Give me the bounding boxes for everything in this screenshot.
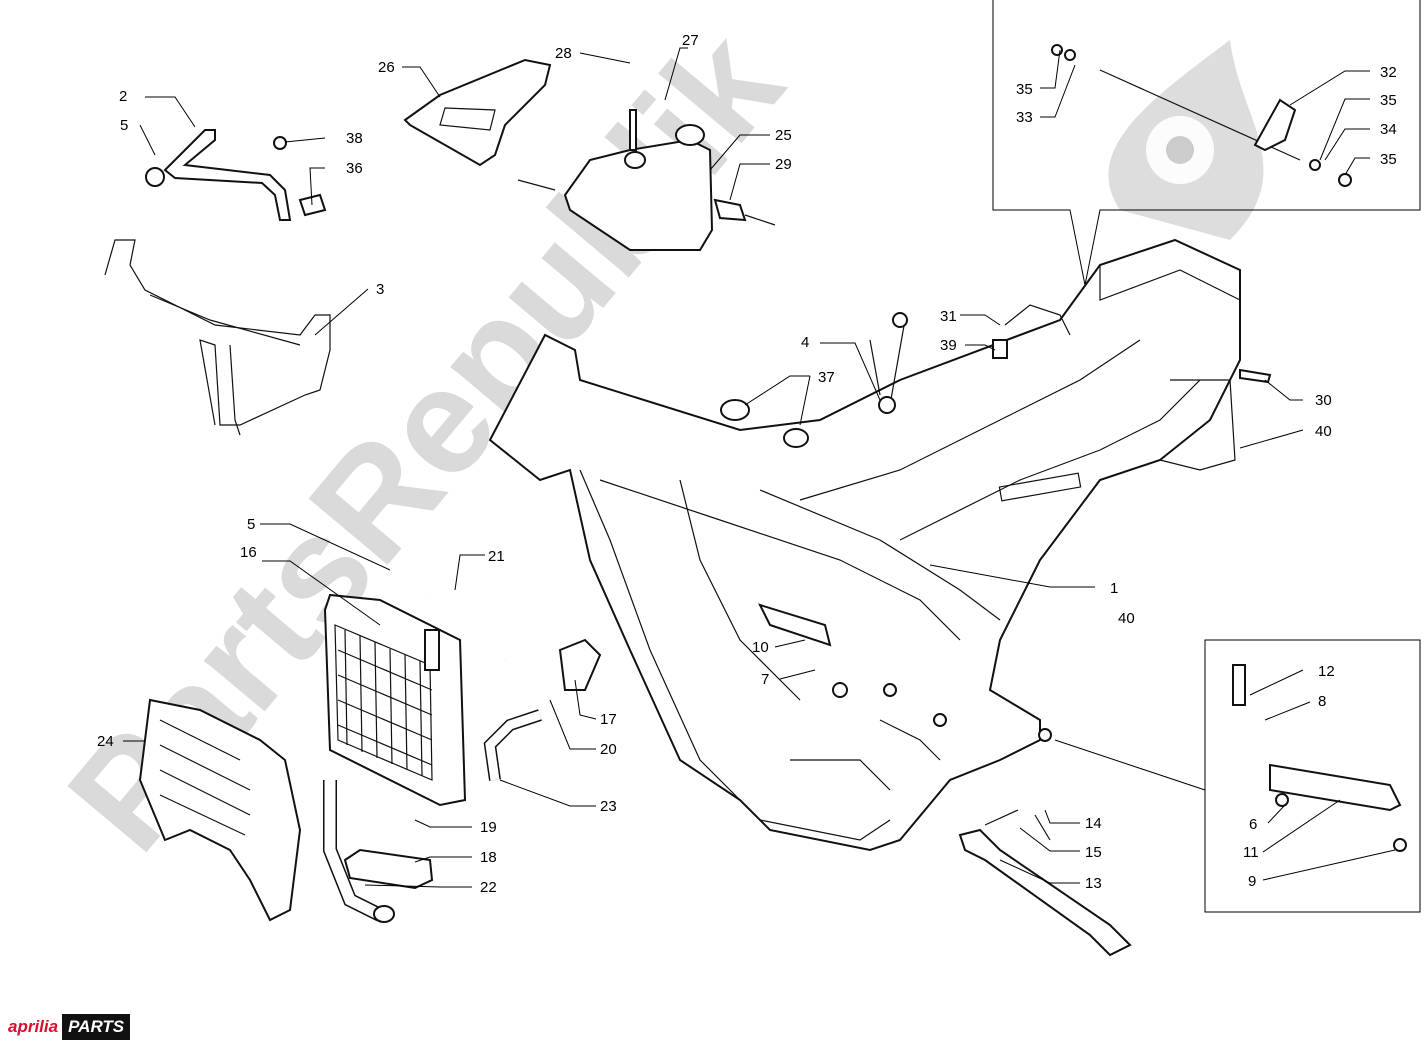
part-bracket-2 xyxy=(145,129,327,221)
callout-5-top: 5 xyxy=(120,117,128,134)
logo-suffix: PARTS xyxy=(62,1014,131,1040)
part-spacer-39 xyxy=(992,339,1008,359)
leader-lines xyxy=(123,47,1396,888)
callout-14: 14 xyxy=(1085,815,1102,832)
callout-15: 15 xyxy=(1085,844,1102,861)
callout-1: 1 xyxy=(1110,580,1118,597)
part-stand-13 xyxy=(958,809,1132,957)
callout-26: 26 xyxy=(378,59,395,76)
callout-36: 36 xyxy=(346,160,363,177)
callout-16: 16 xyxy=(240,544,257,561)
callout-12: 12 xyxy=(1318,663,1335,680)
callout-6: 6 xyxy=(1249,816,1257,833)
callout-7: 7 xyxy=(761,671,769,688)
callout-23: 23 xyxy=(600,798,617,815)
part-pivot-32 xyxy=(1051,44,1352,187)
callout-4: 4 xyxy=(801,334,809,351)
callout-21: 21 xyxy=(488,548,505,565)
callout-13: 13 xyxy=(1085,875,1102,892)
callout-22: 22 xyxy=(480,879,497,896)
part-grommet-37a xyxy=(720,399,750,421)
part-footrest-10 xyxy=(758,603,832,647)
callout-9: 9 xyxy=(1248,873,1256,890)
callout-24: 24 xyxy=(97,733,114,750)
callout-38: 38 xyxy=(346,130,363,147)
callout-3: 3 xyxy=(376,281,384,298)
part-cable-31 xyxy=(1004,304,1071,336)
callout-18: 18 xyxy=(480,849,497,866)
callout-40-rear: 40 xyxy=(1315,423,1332,440)
callout-32: 32 xyxy=(1380,64,1397,81)
callout-28: 28 xyxy=(555,45,572,62)
callout-5-radiator: 5 xyxy=(247,516,255,533)
part-footrest-11 xyxy=(1232,664,1407,852)
part-bracket-3 xyxy=(104,239,331,436)
part-plate-18 xyxy=(343,848,434,890)
callout-20: 20 xyxy=(600,741,617,758)
callout-10: 10 xyxy=(752,639,769,656)
callout-39: 39 xyxy=(940,337,957,354)
callout-35-left: 35 xyxy=(1016,81,1033,98)
callout-labels: 1 2 3 4 5 5 6 7 8 9 10 11 12 13 14 15 16… xyxy=(97,32,1397,896)
callout-25: 25 xyxy=(775,127,792,144)
callout-27: 27 xyxy=(682,32,699,49)
part-rod-4 xyxy=(869,312,908,414)
part-thermostat-17 xyxy=(558,638,602,691)
callout-19: 19 xyxy=(480,819,497,836)
logo-brand: aprilia xyxy=(6,1014,63,1040)
callout-31: 31 xyxy=(940,308,957,325)
callout-33: 33 xyxy=(1016,109,1033,126)
callout-17: 17 xyxy=(600,711,617,728)
callout-29: 29 xyxy=(775,156,792,173)
part-hose-22 xyxy=(323,780,384,922)
callout-35-right-top: 35 xyxy=(1380,92,1397,109)
inset-box-footrest xyxy=(1204,639,1421,913)
aprilia-parts-logo: aprilia PARTS xyxy=(6,1014,131,1040)
callout-34: 34 xyxy=(1380,121,1397,138)
callout-11: 11 xyxy=(1243,844,1259,861)
part-cover-26 xyxy=(403,58,552,167)
callout-40-mid: 40 xyxy=(1118,610,1135,627)
callout-37: 37 xyxy=(818,369,835,386)
part-cover-24 xyxy=(138,698,302,922)
callout-35-right-bottom: 35 xyxy=(1380,151,1397,168)
callout-30: 30 xyxy=(1315,392,1332,409)
part-radiator-16 xyxy=(323,593,467,807)
part-tank-25 xyxy=(517,109,776,251)
part-frame-1 xyxy=(488,238,1241,852)
callout-2: 2 xyxy=(119,88,127,105)
part-grommet-37b xyxy=(783,428,809,448)
callout-8: 8 xyxy=(1318,693,1326,710)
